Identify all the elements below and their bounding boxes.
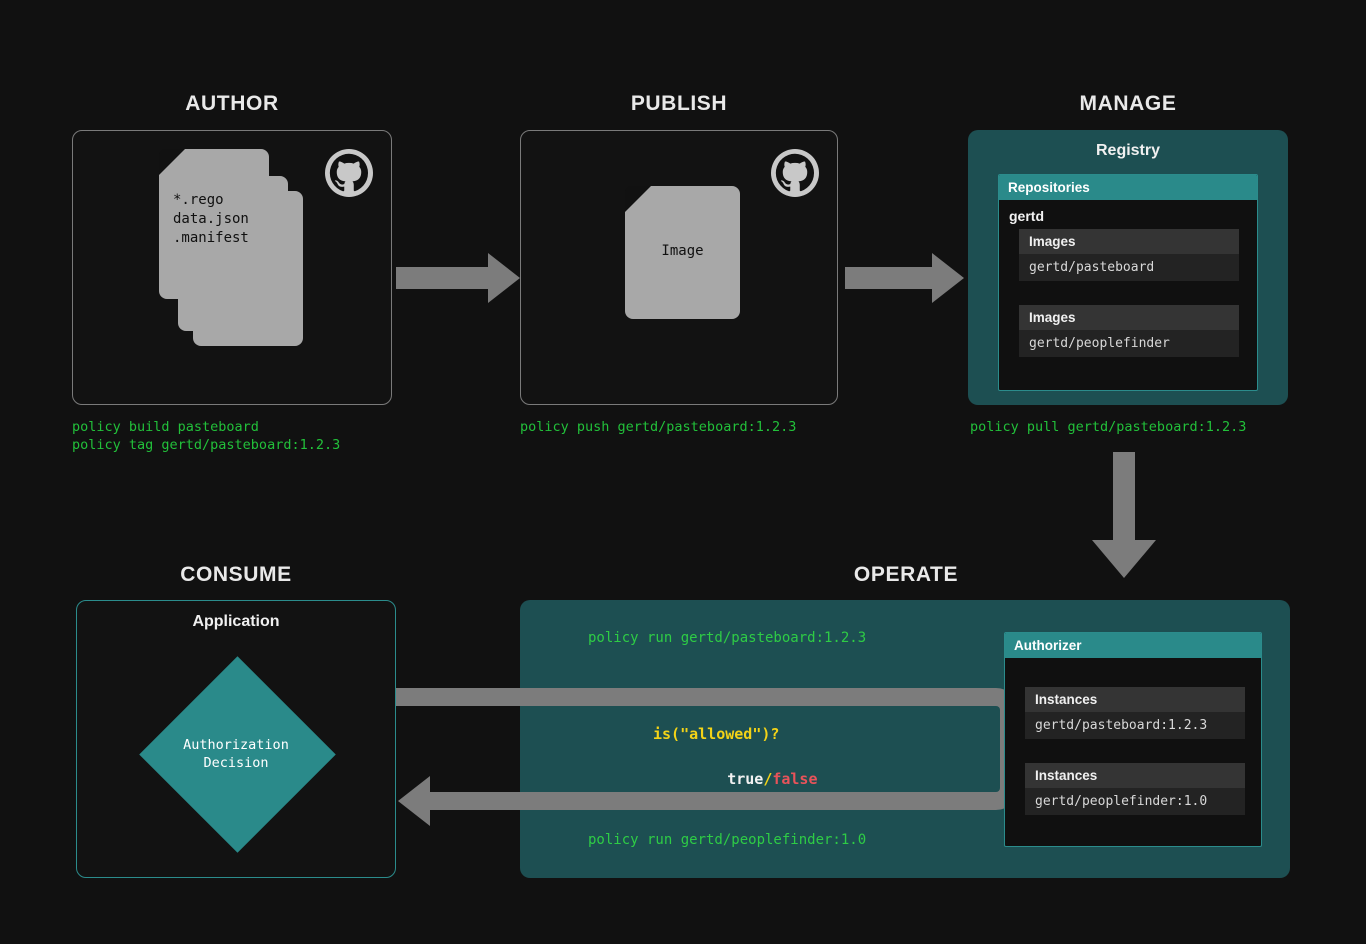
arrow-right-icon-publish-manage xyxy=(845,267,935,289)
application-panel: Application Authorization Decision xyxy=(76,600,396,878)
author-panel: *.rego data.json .manifest xyxy=(72,130,392,405)
result-false: false xyxy=(772,770,818,788)
images-group-2-value[interactable]: gertd/peoplefinder xyxy=(1019,330,1239,357)
arrow-down-head-manage-operate xyxy=(1092,540,1156,578)
authorization-query-text: is("allowed")? xyxy=(653,725,780,743)
manage-commands: policy pull gertd/pasteboard:1.2.3 xyxy=(970,419,1247,435)
arrow-down-icon-manage-operate xyxy=(1113,452,1135,544)
section-title-operate: OPERATE xyxy=(853,563,959,586)
images-group-1-header: Images xyxy=(1019,229,1239,254)
section-title-publish: PUBLISH xyxy=(630,92,728,115)
arrow-right-icon-author-publish xyxy=(396,267,491,289)
document-front: *.rego data.json .manifest xyxy=(159,149,269,299)
section-title-manage: MANAGE xyxy=(1079,92,1177,115)
instances-group-2-value[interactable]: gertd/peoplefinder:1.0 xyxy=(1025,788,1245,815)
result-separator: / xyxy=(763,770,773,788)
image-document-label: Image xyxy=(661,243,704,259)
registry-panel: Registry Repositories gertd Images gertd… xyxy=(968,130,1288,405)
document-file-list: *.rego data.json .manifest xyxy=(173,192,249,246)
authorizer-card: Authorizer Instances gertd/pasteboard:1.… xyxy=(1004,632,1262,847)
section-title-consume: CONSUME xyxy=(180,563,292,586)
github-icon xyxy=(771,149,819,202)
repositories-card-header: Repositories xyxy=(999,175,1257,200)
operate-command-top: policy run gertd/pasteboard:1.2.3 xyxy=(588,630,867,646)
repository-org-label: gertd xyxy=(1009,208,1044,224)
response-shaft-to-application xyxy=(430,792,886,810)
author-commands: policy build pasteboard policy tag gertd… xyxy=(72,419,341,453)
application-heading: Application xyxy=(192,613,280,630)
page-fold-icon xyxy=(159,149,185,175)
request-shaft-to-authorizer xyxy=(396,688,886,706)
images-group-1: Images gertd/pasteboard xyxy=(1019,229,1239,281)
github-icon xyxy=(325,149,373,202)
section-title-author: AUTHOR xyxy=(185,92,279,115)
instances-group-1-header: Instances xyxy=(1025,687,1245,712)
images-group-1-value[interactable]: gertd/pasteboard xyxy=(1019,254,1239,281)
operate-command-bottom: policy run gertd/peoplefinder:1.0 xyxy=(588,832,867,848)
instances-group-1: Instances gertd/pasteboard:1.2.3 xyxy=(1025,687,1245,739)
registry-heading: Registry xyxy=(1095,142,1161,159)
instances-group-1-value[interactable]: gertd/pasteboard:1.2.3 xyxy=(1025,712,1245,739)
authorization-decision-label: Authorization Decision xyxy=(183,737,289,771)
arrow-right-head-publish-manage xyxy=(932,253,964,303)
instances-group-2: Instances gertd/peoplefinder:1.0 xyxy=(1025,763,1245,815)
image-document: Image xyxy=(625,186,740,319)
publish-commands: policy push gertd/pasteboard:1.2.3 xyxy=(520,419,797,435)
images-group-2: Images gertd/peoplefinder xyxy=(1019,305,1239,357)
publish-panel: Image xyxy=(520,130,838,405)
images-group-2-header: Images xyxy=(1019,305,1239,330)
authorization-result-text: true/false xyxy=(673,752,818,806)
instances-group-2-header: Instances xyxy=(1025,763,1245,788)
arrow-right-head-author-publish xyxy=(488,253,520,303)
arrow-left-icon-decision-response xyxy=(398,776,430,826)
repositories-card: Repositories gertd Images gertd/pasteboa… xyxy=(998,174,1258,391)
authorizer-card-header: Authorizer xyxy=(1005,633,1261,658)
page-fold-icon xyxy=(625,186,651,212)
result-true: true xyxy=(727,770,764,788)
